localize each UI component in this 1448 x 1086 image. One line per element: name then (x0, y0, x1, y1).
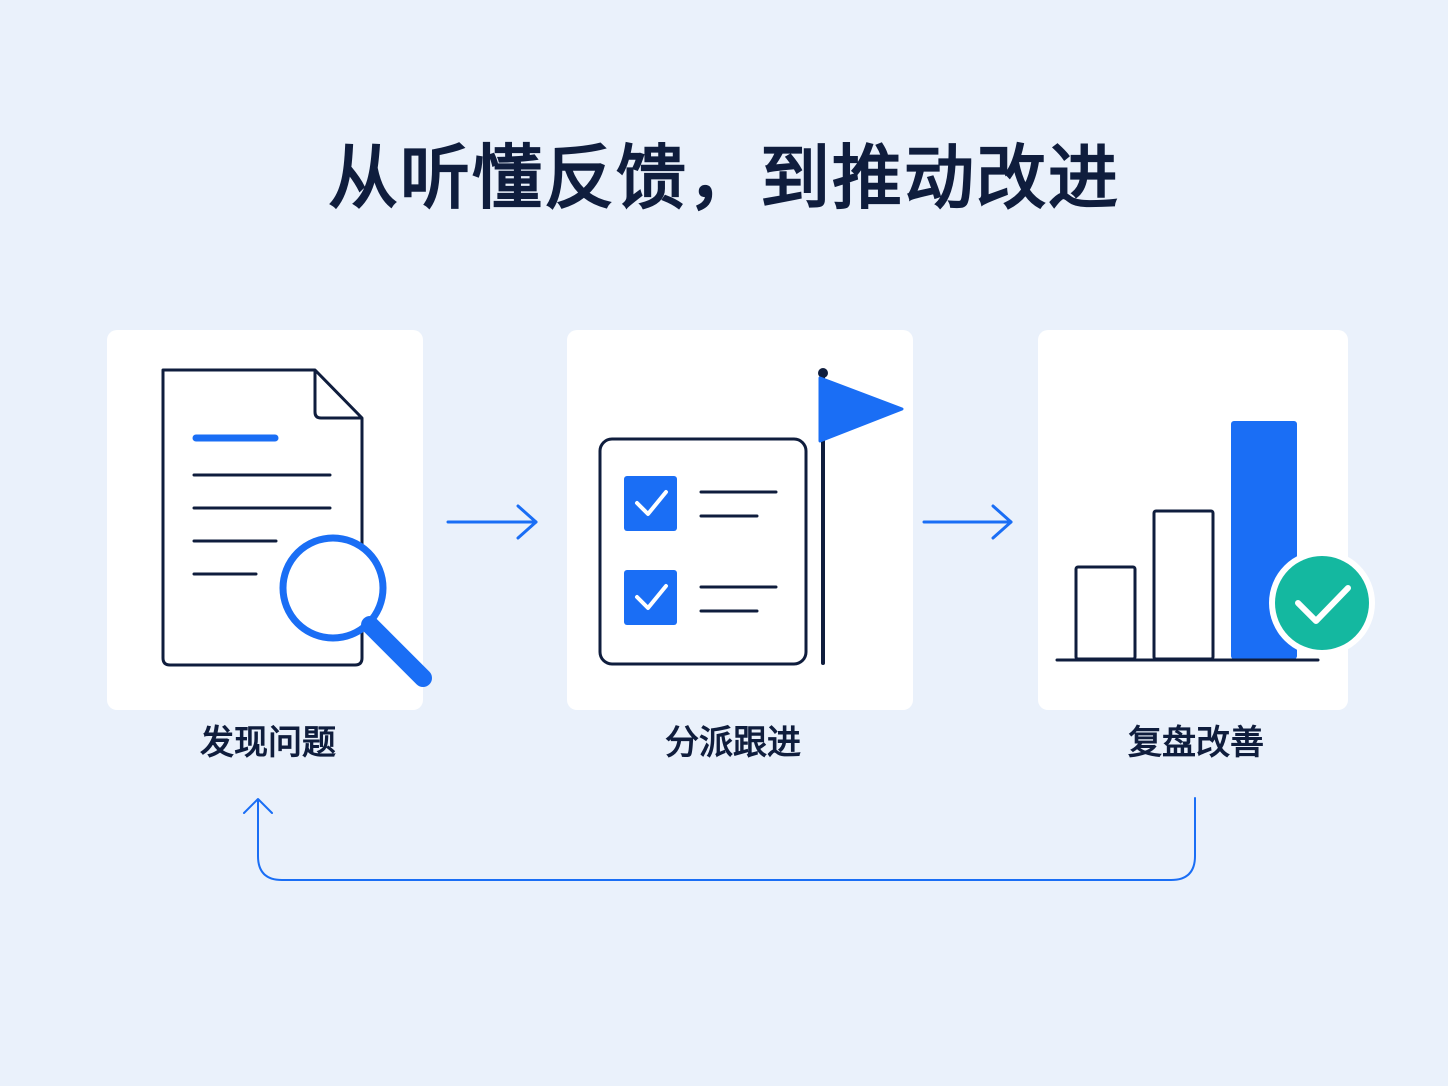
step-label-discover: 发现问题 (200, 723, 336, 763)
page-title: 从听懂反馈，到推动改进 (328, 137, 1120, 219)
bar-chart-check-icon (1055, 421, 1375, 662)
step-label-review: 复盘改善 (1128, 723, 1264, 763)
step-label-assign: 分派跟进 (665, 723, 801, 763)
checklist-flag-icon (598, 368, 904, 666)
arrow-right-icon (922, 504, 1013, 540)
loop-back-arrow-icon (243, 797, 1196, 881)
document-search-icon (161, 368, 432, 687)
arrow-right-icon (446, 504, 538, 540)
